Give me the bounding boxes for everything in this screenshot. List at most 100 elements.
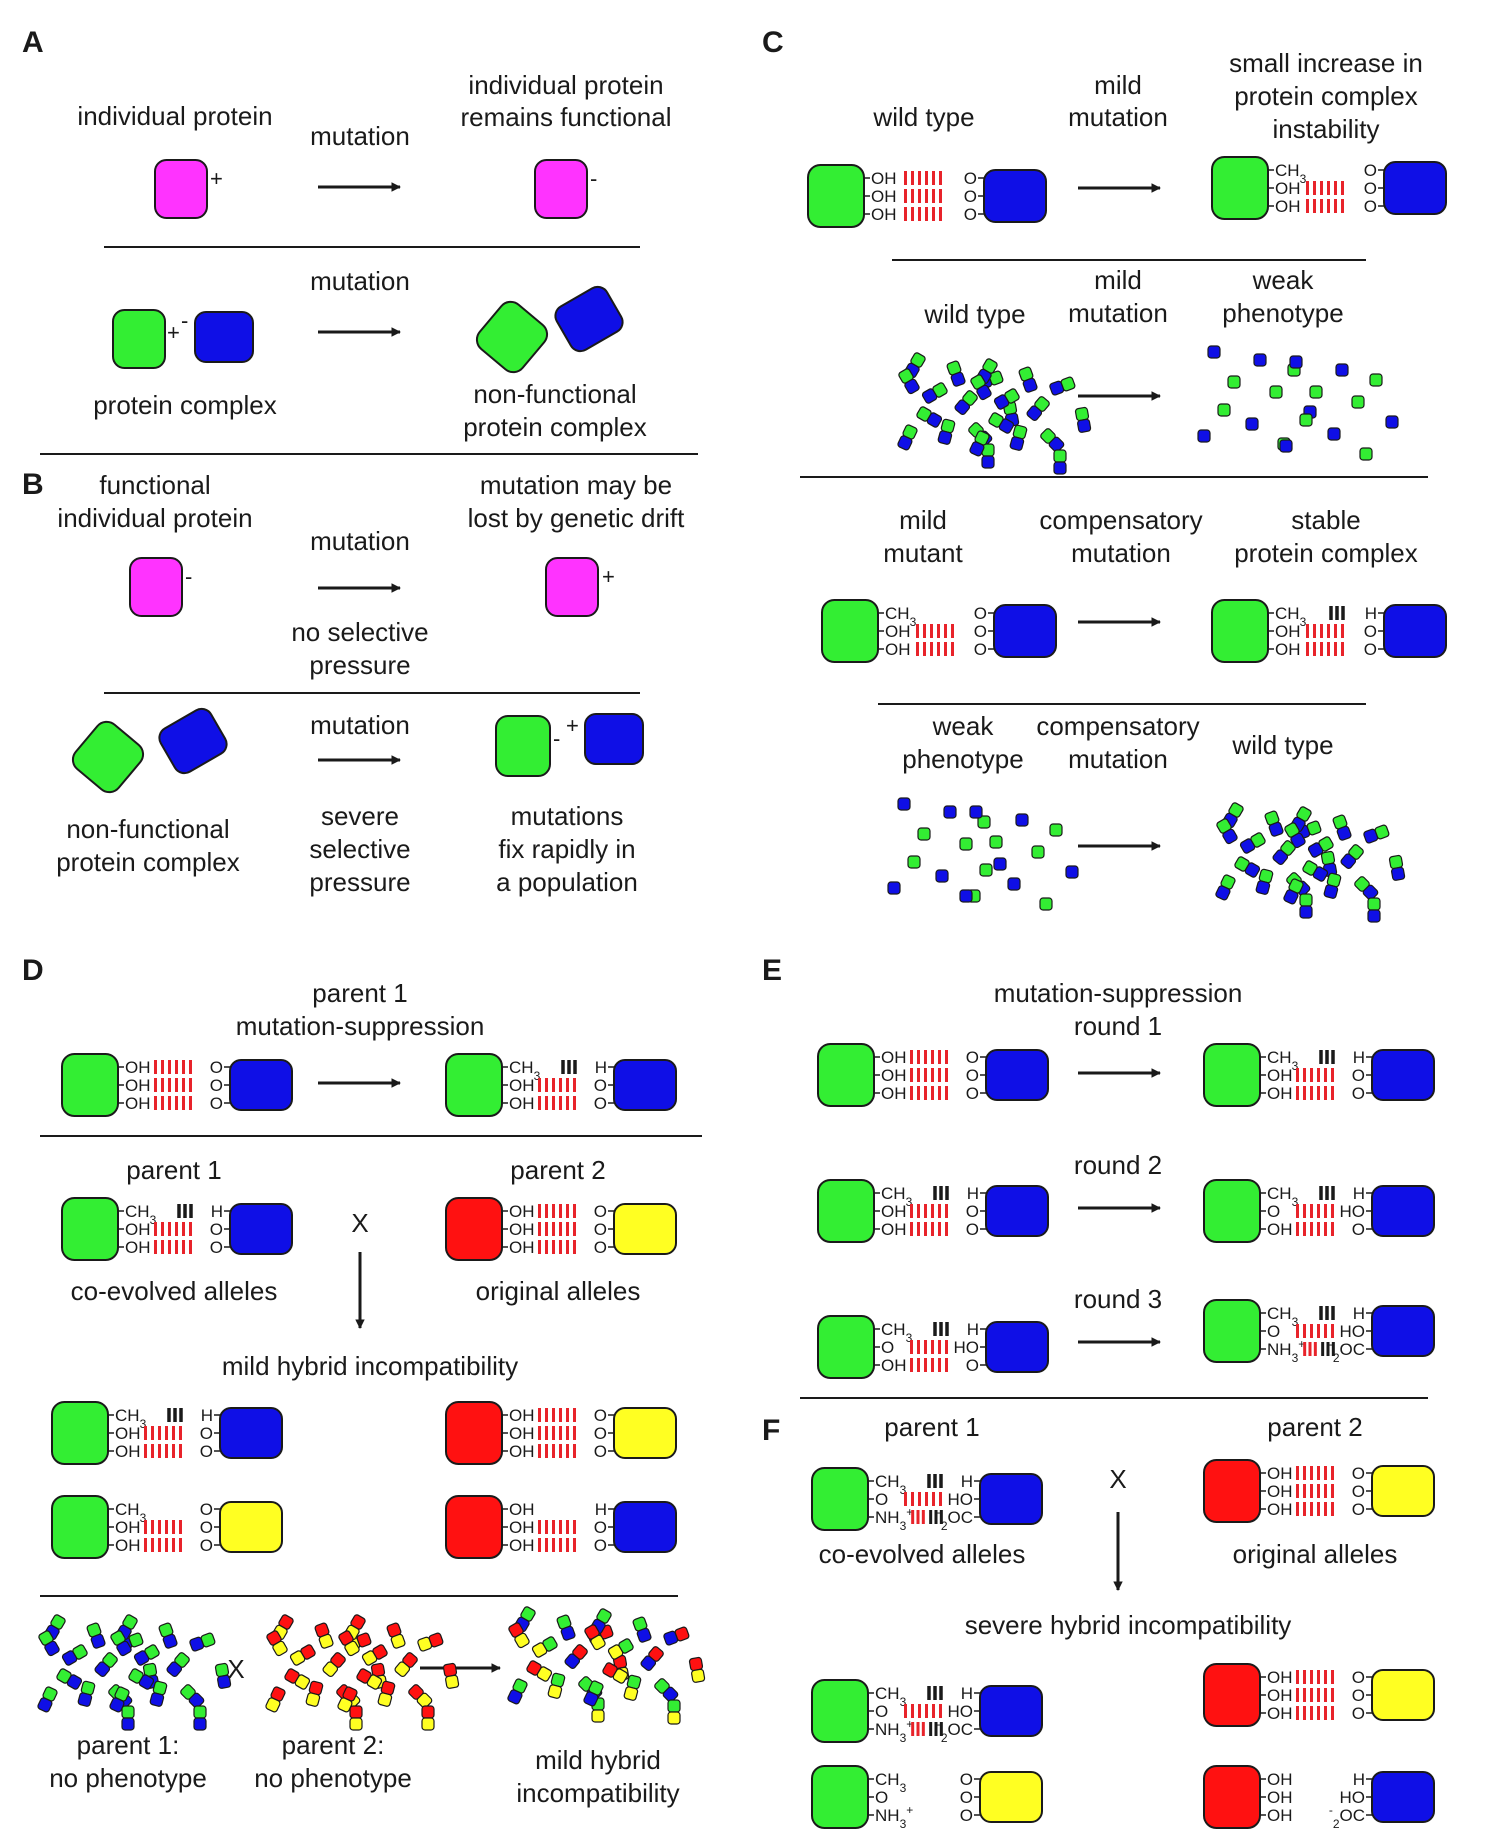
protein-blue [1371,1049,1435,1101]
chem-group: O [1364,640,1377,659]
chem-group: OH [881,1220,907,1239]
arrows [318,182,1161,1673]
bond-marks [904,207,942,221]
bond-marks [154,1096,192,1110]
label-d5: X [351,1208,368,1238]
protein-blue [1383,604,1447,658]
bond-marks [1296,1466,1334,1480]
protein-pair [1049,376,1076,396]
label-e3: round 2 [1074,1150,1162,1180]
protein-pair [564,1644,588,1670]
protein-pair [61,1644,88,1666]
single-protein [959,837,973,851]
chem-group: OH [115,1518,141,1537]
bond-marks [1319,1050,1335,1064]
panel-label-d: D [22,954,44,987]
label-d3: parent 1 [126,1155,221,1185]
chem-group: CH3 [885,604,917,629]
protein-green [495,715,551,777]
chem-group: O [594,1220,607,1239]
bond-marks [154,1240,192,1254]
label-d13: no phenotype [254,1763,412,1793]
bond-marks [1296,1204,1334,1218]
chem-group: O [960,1806,973,1825]
bond-marks [1306,181,1344,195]
chem-group: H [1353,1184,1365,1203]
protein-green [817,1315,875,1379]
bond-marks [916,624,954,638]
chem-group: O [966,1084,979,1103]
protein-pair [1264,810,1284,837]
bond-marks [1296,1670,1334,1684]
chem-group: OH [509,1076,535,1095]
label-f4: co-evolved alleles [819,1539,1026,1569]
chem-group: O [594,1442,607,1461]
label-d6: co-evolved alleles [71,1276,278,1306]
label-c17: protein complex [1234,538,1418,568]
bond-marks [910,1204,948,1218]
bond-marks [1306,199,1344,213]
protein-green [445,1053,503,1117]
label-c11: phenotype [1222,298,1343,328]
single-protein [989,835,1003,849]
label-b13: pressure [309,867,410,897]
bond-marks [144,1538,182,1552]
protein-pair [954,390,978,416]
chem-group: OH [125,1220,151,1239]
protein-pair [377,1680,396,1707]
chem-group: CH3 [1275,604,1307,629]
chem-group: OH [509,1518,535,1537]
single-protein [993,857,1007,871]
protein-pair [1255,868,1274,895]
protein-blue [979,1685,1043,1737]
protein-pair [1026,396,1050,422]
protein-pair [356,1668,383,1690]
chem-group: OH [1275,622,1301,641]
single-protein [1197,429,1211,443]
chem-group: OH [115,1442,141,1461]
single-protein [1015,813,1029,827]
individual-protein-magenta [129,557,183,617]
protein-pair [86,1622,106,1649]
protein-red [445,1401,503,1465]
chem-group: O [200,1500,213,1519]
protein-blue [983,169,1047,223]
protein-green [1203,1043,1261,1107]
protein-pair [1302,860,1329,882]
chem-group: O [1352,1500,1365,1519]
protein-green [71,720,145,794]
protein-pair [56,1668,83,1690]
chem-group: OH [1267,1500,1293,1519]
label-c13: mutant [883,538,963,568]
chem-group: OH [885,622,911,641]
chem-group: O [210,1058,223,1077]
chem-group: O [1352,1084,1365,1103]
bond-marks [927,1686,943,1700]
individual-protein-magenta [545,557,599,617]
protein-blue [613,1501,677,1553]
protein-pair [507,1678,528,1705]
protein-yellow [979,1771,1043,1823]
charge-plus-sign: + [210,166,223,191]
chem-group: O [966,1356,979,1375]
protein-yellow [613,1203,677,1255]
chem-group: -2OC [1329,1803,1365,1831]
chem-group: H [595,1058,607,1077]
chem-group: OH [1267,1788,1293,1807]
chem-group: O [966,1048,979,1067]
label-b5: lost by genetic drift [468,503,686,533]
single-protein [1327,427,1341,441]
single-protein [1007,877,1021,891]
chem-group: H [967,1320,979,1339]
protein-pair [421,1705,435,1731]
chem-group: O [1352,1482,1365,1501]
protein-pair [284,1668,311,1690]
charge-minus-sign: - [185,564,192,589]
chem-group: OH [509,1406,535,1425]
chem-group: O [875,1788,888,1807]
chem-group: OH [1267,1464,1293,1483]
protein-green [112,309,166,369]
protein-blue [993,604,1057,658]
protein-pair [607,1638,634,1660]
chem-group: O [200,1536,213,1555]
